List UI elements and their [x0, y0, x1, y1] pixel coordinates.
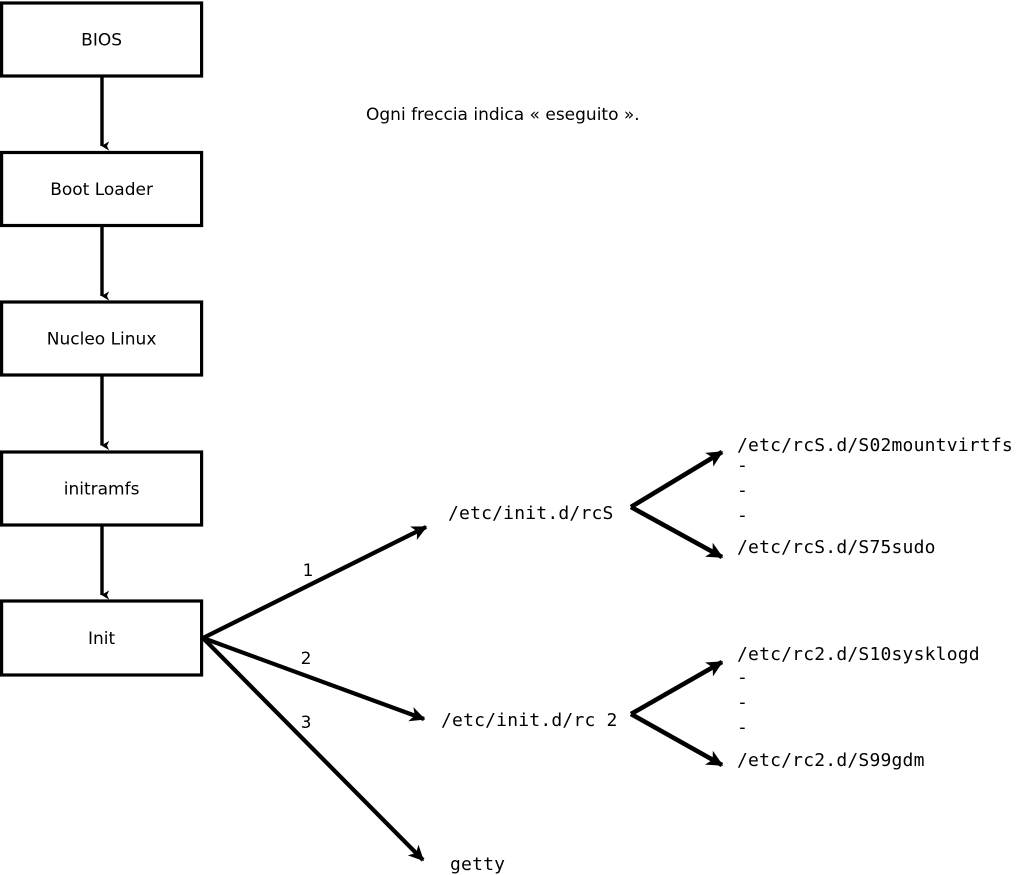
arrow-rcs-to-last-script [629, 504, 724, 560]
bios-box-rect [0, 1, 204, 78]
label-rc2d-s99gdm[interactable]: /etc/rc2.d/S99gdm [737, 750, 925, 771]
arrow-rc2-to-first-script [629, 660, 724, 716]
rc2-ellipsis-dash-3: - [737, 717, 748, 738]
stage-box-bios[interactable]: BIOS [0, 1, 204, 78]
label-etc-init-d-rcs[interactable]: /etc/init.d/rcS [448, 503, 614, 524]
nucleo-linux-box-rect [0, 300, 204, 377]
arrow-init-to-getty [201, 636, 425, 862]
arrow-init-to-rc2 [202, 636, 426, 722]
arrow-rcs-to-first-script [629, 450, 724, 509]
branch-number-3: 3 [301, 713, 312, 733]
label-etc-init-d-rc2[interactable]: /etc/init.d/rc 2 [441, 710, 618, 731]
label-rcsd-s75sudo[interactable]: /etc/rcS.d/S75sudo [737, 537, 936, 558]
stage-box-nucleo-linux[interactable]: Nucleo Linux [0, 300, 204, 377]
rcs-ellipsis-dash-1: - [737, 455, 748, 476]
boot-loader-box-rect [0, 150, 204, 228]
init-box-label: Init [88, 629, 116, 649]
boot-loader-box-label: Boot Loader [50, 180, 153, 200]
initramfs-box-label: initramfs [64, 480, 140, 500]
init-box-rect [0, 599, 204, 677]
rcs-ellipsis-dash-3: - [737, 505, 748, 526]
label-rcsd-s02mountvirtfs[interactable]: /etc/rcS.d/S02mountvirtfs [737, 435, 1013, 456]
branch-number-1: 1 [303, 561, 314, 581]
stage-box-initramfs[interactable]: initramfs [0, 450, 204, 527]
rc2-ellipsis-dash-2: - [737, 692, 748, 713]
label-getty[interactable]: getty [450, 854, 505, 875]
rcs-ellipsis-dash-2: - [737, 480, 748, 501]
arrow-init-to-rcs [202, 525, 428, 640]
branch-number-2: 2 [301, 649, 312, 669]
bios-box-label: BIOS [81, 31, 122, 51]
nucleo-linux-box-label: Nucleo Linux [47, 330, 157, 350]
rc2-ellipsis-dash-1: - [737, 667, 748, 688]
label-rc2d-s10sysklogd[interactable]: /etc/rc2.d/S10sysklogd [737, 644, 980, 665]
diagram-caption: Ogni freccia indica « eseguito ». [366, 105, 640, 125]
stage-box-init[interactable]: Init [0, 599, 204, 677]
arrow-rc2-to-last-script [629, 711, 724, 768]
stage-box-boot-loader[interactable]: Boot Loader [0, 150, 204, 228]
